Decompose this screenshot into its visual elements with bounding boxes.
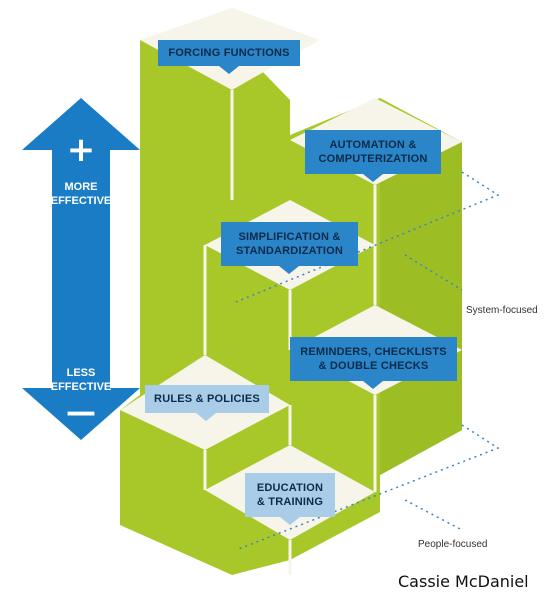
label-automation-pointer — [363, 174, 383, 182]
right-column-shade — [380, 142, 462, 475]
label-automation: AUTOMATION & COMPUTERIZATION — [305, 130, 441, 174]
label-education-pointer — [280, 517, 300, 525]
author-credit: Cassie McDaniel — [398, 572, 529, 591]
minus-sign: — — [66, 395, 96, 430]
label-simplification: SIMPLIFICATION & STANDARDIZATION — [221, 222, 358, 266]
more-effective-label: MORE EFFECTIVE — [50, 181, 112, 207]
label-education-training: EDUCATION & TRAINING — [245, 473, 335, 517]
people-focused-label: People-focused — [418, 539, 488, 550]
system-bracket — [235, 171, 500, 303]
label-forcing-functions: FORCING FUNCTIONS — [158, 40, 300, 66]
label-reminders-pointer — [363, 381, 383, 389]
group-brackets — [235, 171, 500, 551]
effectiveness-arrow — [22, 98, 140, 440]
label-rules-pointer — [196, 413, 216, 421]
system-focused-label: System-focused — [466, 305, 538, 316]
label-simplification-pointer — [279, 266, 299, 274]
label-rules-policies: RULES & POLICIES — [145, 385, 269, 413]
people-bracket — [235, 424, 500, 551]
plus-sign: + — [66, 130, 96, 170]
label-reminders: REMINDERS, CHECKLISTS & DOUBLE CHECKS — [290, 337, 457, 381]
less-effective-label: LESS EFFECTIVE — [50, 367, 112, 393]
label-forcing-pointer — [219, 66, 239, 74]
